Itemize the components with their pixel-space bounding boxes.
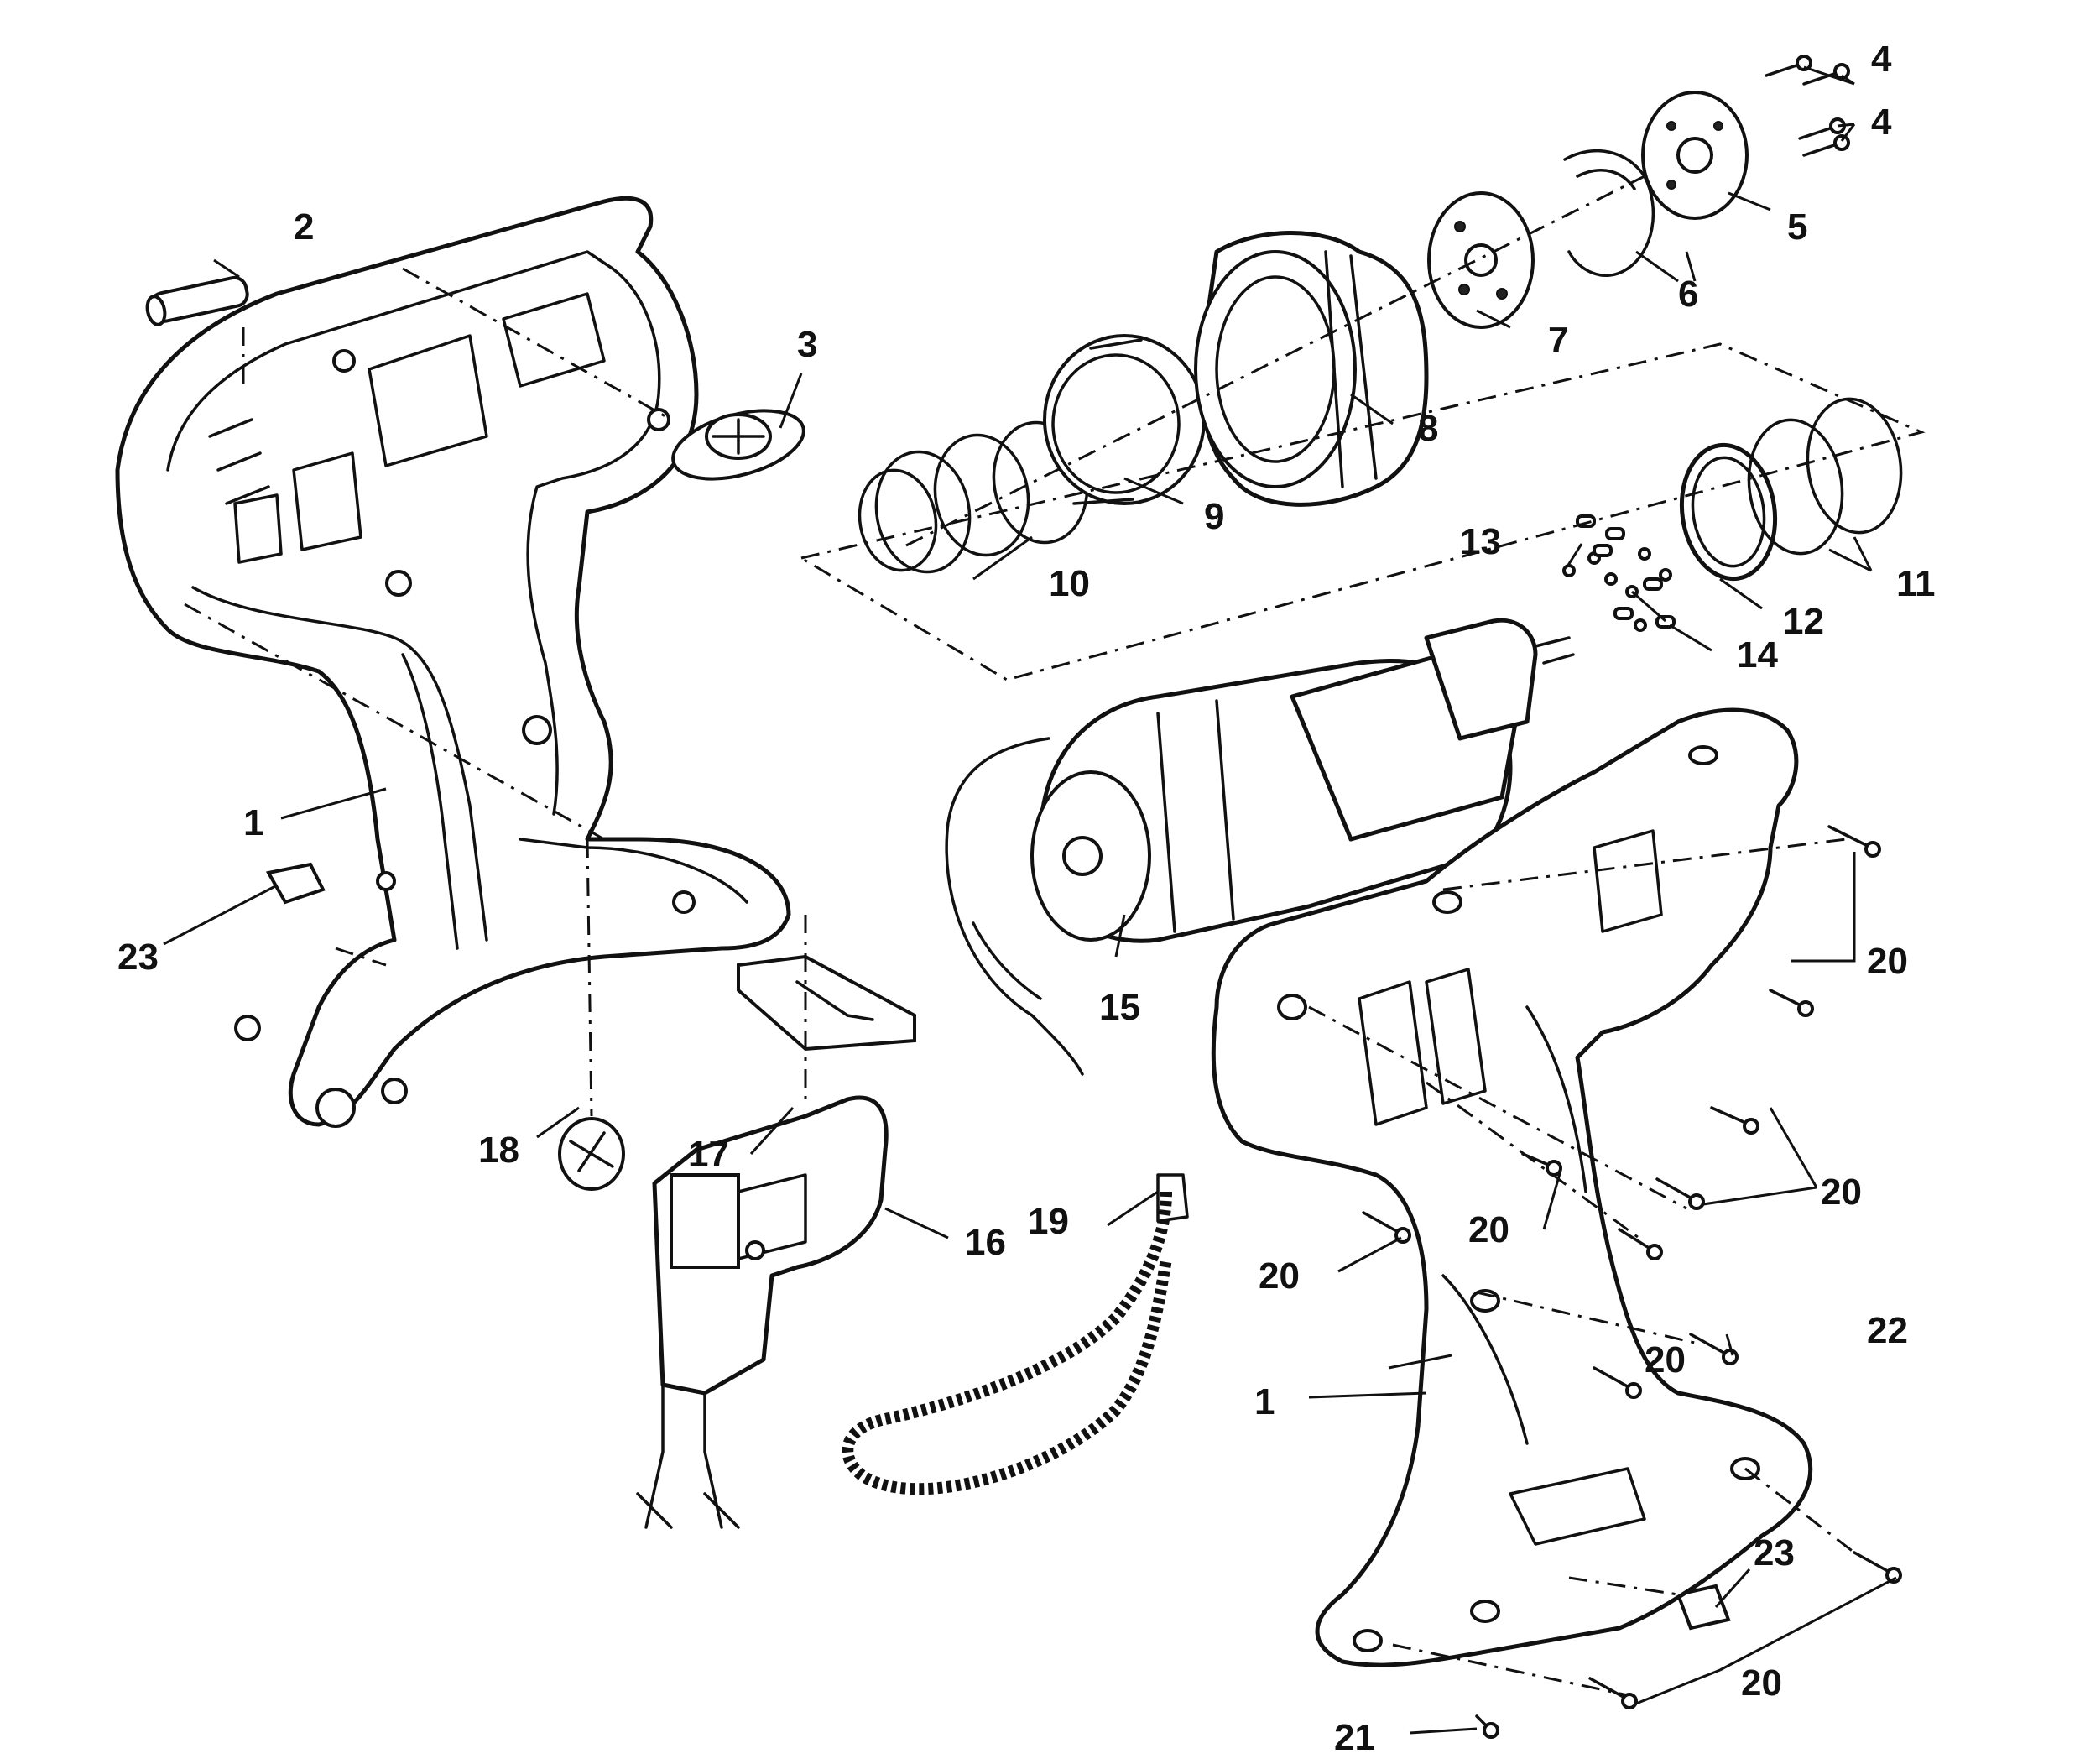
label-part-20-a: 20 bbox=[1867, 941, 1908, 982]
label-part-1-left: 1 bbox=[243, 802, 263, 843]
label-part-19: 19 bbox=[1028, 1201, 1069, 1242]
label-part-20-c: 20 bbox=[1468, 1209, 1509, 1250]
label-part-21: 21 bbox=[1334, 1717, 1375, 1758]
label-part-22: 22 bbox=[1867, 1310, 1908, 1351]
label-part-11: 11 bbox=[1896, 563, 1936, 604]
wrist-strap-part bbox=[842, 1173, 1189, 1495]
motor-assembly-part bbox=[945, 618, 1575, 1076]
battery-latch-part bbox=[265, 862, 1731, 1631]
label-part-5: 5 bbox=[1787, 206, 1807, 248]
switch-cover-part bbox=[737, 954, 916, 1052]
gear-plate-part bbox=[1427, 191, 1535, 329]
assembly-guide-lines bbox=[184, 175, 1926, 1697]
retaining-clips-part bbox=[1563, 149, 1655, 278]
label-part-4-bottom: 4 bbox=[1871, 102, 1892, 143]
label-part-16: 16 bbox=[965, 1222, 1006, 1263]
label-part-3: 3 bbox=[797, 324, 817, 365]
label-part-9: 9 bbox=[1204, 496, 1224, 537]
label-part-18: 18 bbox=[478, 1130, 519, 1171]
cover-plate-part bbox=[1641, 91, 1749, 220]
label-part-1-right: 1 bbox=[1254, 1381, 1275, 1422]
clutch-housing-part bbox=[1194, 231, 1429, 507]
bumper-part bbox=[558, 1117, 625, 1191]
left-housing-half bbox=[115, 196, 791, 1128]
label-part-23-right: 23 bbox=[1754, 1532, 1795, 1574]
label-part-10: 10 bbox=[1049, 563, 1090, 604]
ring-gear-part bbox=[1043, 334, 1206, 505]
label-part-2: 2 bbox=[294, 206, 314, 248]
label-part-17: 17 bbox=[688, 1134, 729, 1175]
part-labels: 2 3 4 4 5 6 7 8 9 10 11 12 13 14 15 16 1… bbox=[117, 39, 1936, 1758]
label-part-20-b: 20 bbox=[1821, 1172, 1862, 1213]
right-housing-half bbox=[1211, 707, 1813, 1667]
label-part-15: 15 bbox=[1099, 987, 1140, 1028]
label-part-6: 6 bbox=[1678, 274, 1698, 315]
trigger-switch-part bbox=[636, 1095, 889, 1529]
shift-knob-part bbox=[671, 409, 805, 481]
housing-screws-part bbox=[1362, 825, 1902, 1739]
label-part-23-left: 23 bbox=[117, 937, 159, 978]
pin-part bbox=[145, 275, 249, 326]
label-part-20-e: 20 bbox=[1645, 1339, 1686, 1380]
cover-screws-part bbox=[1765, 55, 1850, 157]
label-part-8: 8 bbox=[1418, 408, 1438, 449]
label-part-13: 13 bbox=[1460, 521, 1501, 562]
label-part-4-top: 4 bbox=[1871, 39, 1892, 80]
label-part-7: 7 bbox=[1548, 320, 1568, 361]
leader-lines bbox=[163, 65, 1897, 1735]
label-part-12: 12 bbox=[1783, 601, 1824, 642]
o-rings-part bbox=[1679, 397, 1903, 582]
label-part-20-d: 20 bbox=[1259, 1255, 1300, 1297]
label-part-20-f: 20 bbox=[1741, 1662, 1782, 1704]
balls-and-pins-part bbox=[1562, 514, 1676, 632]
label-part-14: 14 bbox=[1737, 634, 1778, 676]
